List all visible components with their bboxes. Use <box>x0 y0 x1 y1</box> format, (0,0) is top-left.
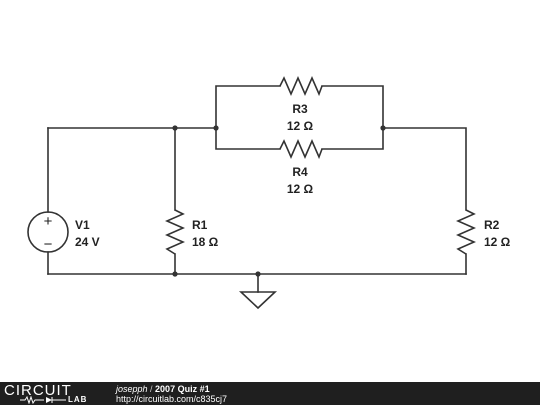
circuitlab-logo-lab-text: LAB <box>68 395 88 404</box>
resistor-r2 <box>456 209 476 255</box>
schematic-url-link[interactable]: http://circuitlab.com/c835cj7 <box>116 394 228 404</box>
resistor-r1 <box>165 209 185 255</box>
r4-value-label: 12 Ω <box>287 182 314 196</box>
r4-name-label: R4 <box>292 165 308 179</box>
r1-name-label: R1 <box>192 218 208 232</box>
v1-name-label: V1 <box>75 218 90 232</box>
ground-symbol <box>238 291 278 310</box>
schematic-title[interactable]: 2007 Quiz #1 <box>155 384 210 394</box>
voltage-source-v1 <box>27 211 69 253</box>
wire-top-right <box>382 127 467 211</box>
v1-value-label: 24 V <box>75 235 100 249</box>
wire-r4-right <box>321 127 384 150</box>
junction-node <box>172 271 178 277</box>
v1-minus-sign: − <box>44 236 53 253</box>
author-link[interactable]: josepph <box>116 384 148 394</box>
circuitlab-logo-wire-icon <box>20 396 66 404</box>
r3-name-label: R3 <box>292 102 308 116</box>
r2-value-label: 12 Ω <box>484 235 511 249</box>
r1-value-label: 18 Ω <box>192 235 219 249</box>
junction-node <box>172 125 178 131</box>
resistor-r4 <box>279 139 323 160</box>
circuitlab-logo-text: CIRCUIT <box>4 382 72 399</box>
junction-node <box>213 125 219 131</box>
wire-r3-right <box>321 85 384 129</box>
circuit-schematic: + − V1 24 V R1 18 Ω R2 12 Ω R3 12 Ω R4 1… <box>27 76 511 310</box>
footer-bar: CIRCUIT LAB josepph / 2007 Quiz #1 http:… <box>0 382 540 405</box>
junction-node <box>380 125 386 131</box>
resistor-r3 <box>279 76 323 97</box>
r2-name-label: R2 <box>484 218 500 232</box>
wire-r3-left <box>215 85 281 129</box>
r3-value-label: 12 Ω <box>287 119 314 133</box>
credit-separator: / <box>147 384 156 394</box>
wire-r4-left <box>215 127 281 150</box>
schematic-credit: josepph / 2007 Quiz #1 <box>116 384 210 394</box>
junction-node <box>255 271 261 277</box>
v1-plus-sign: + <box>44 213 53 230</box>
